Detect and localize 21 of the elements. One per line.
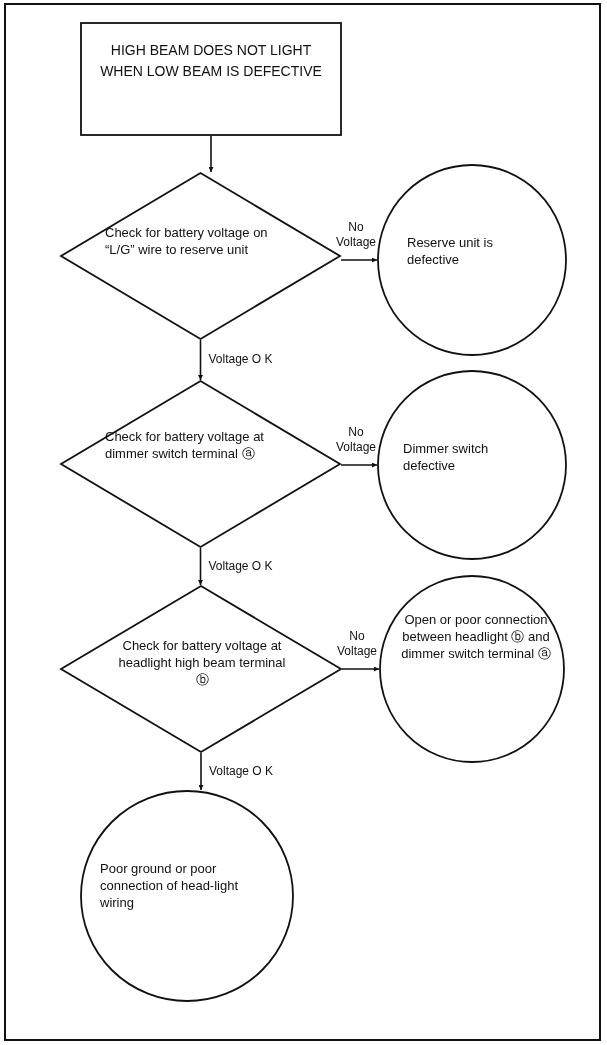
arrow — [198, 547, 203, 586]
edge-label: Voltage O K — [209, 763, 274, 779]
node-text: Check for battery voltage on “L/G” wire to reserve unit — [105, 224, 269, 258]
node-text: Check for battery voltage at dimmer switch terminal ⓐ — [105, 428, 265, 462]
node-text: Open or poor connection between headlight ⓑ and dimmer switch terminal ⓐ — [401, 611, 551, 662]
node-text: Poor ground or poor connection of head-light wiring — [100, 860, 240, 911]
edge-label: No Voltage — [335, 629, 378, 659]
start-heading: HIGH BEAM DOES NOT LIGHT WHEN LOW BEAM IS DEFECTIVE — [100, 41, 322, 81]
node-text: Reserve unit is defective — [407, 234, 494, 268]
arrow — [198, 339, 203, 381]
node-text: Check for battery voltage at headlight high beam terminal ⓑ — [117, 637, 287, 688]
node-text: Dimmer switch defective — [403, 440, 490, 474]
arrow — [340, 257, 378, 263]
arrow — [208, 135, 214, 173]
arrow — [341, 666, 380, 672]
arrow — [340, 462, 378, 468]
edge-label: No Voltage — [334, 220, 377, 250]
edge-label: Voltage O K — [208, 558, 273, 574]
edge-label: Voltage O K — [208, 352, 273, 367]
arrow — [198, 752, 204, 791]
edge-label: No Voltage — [334, 425, 377, 455]
